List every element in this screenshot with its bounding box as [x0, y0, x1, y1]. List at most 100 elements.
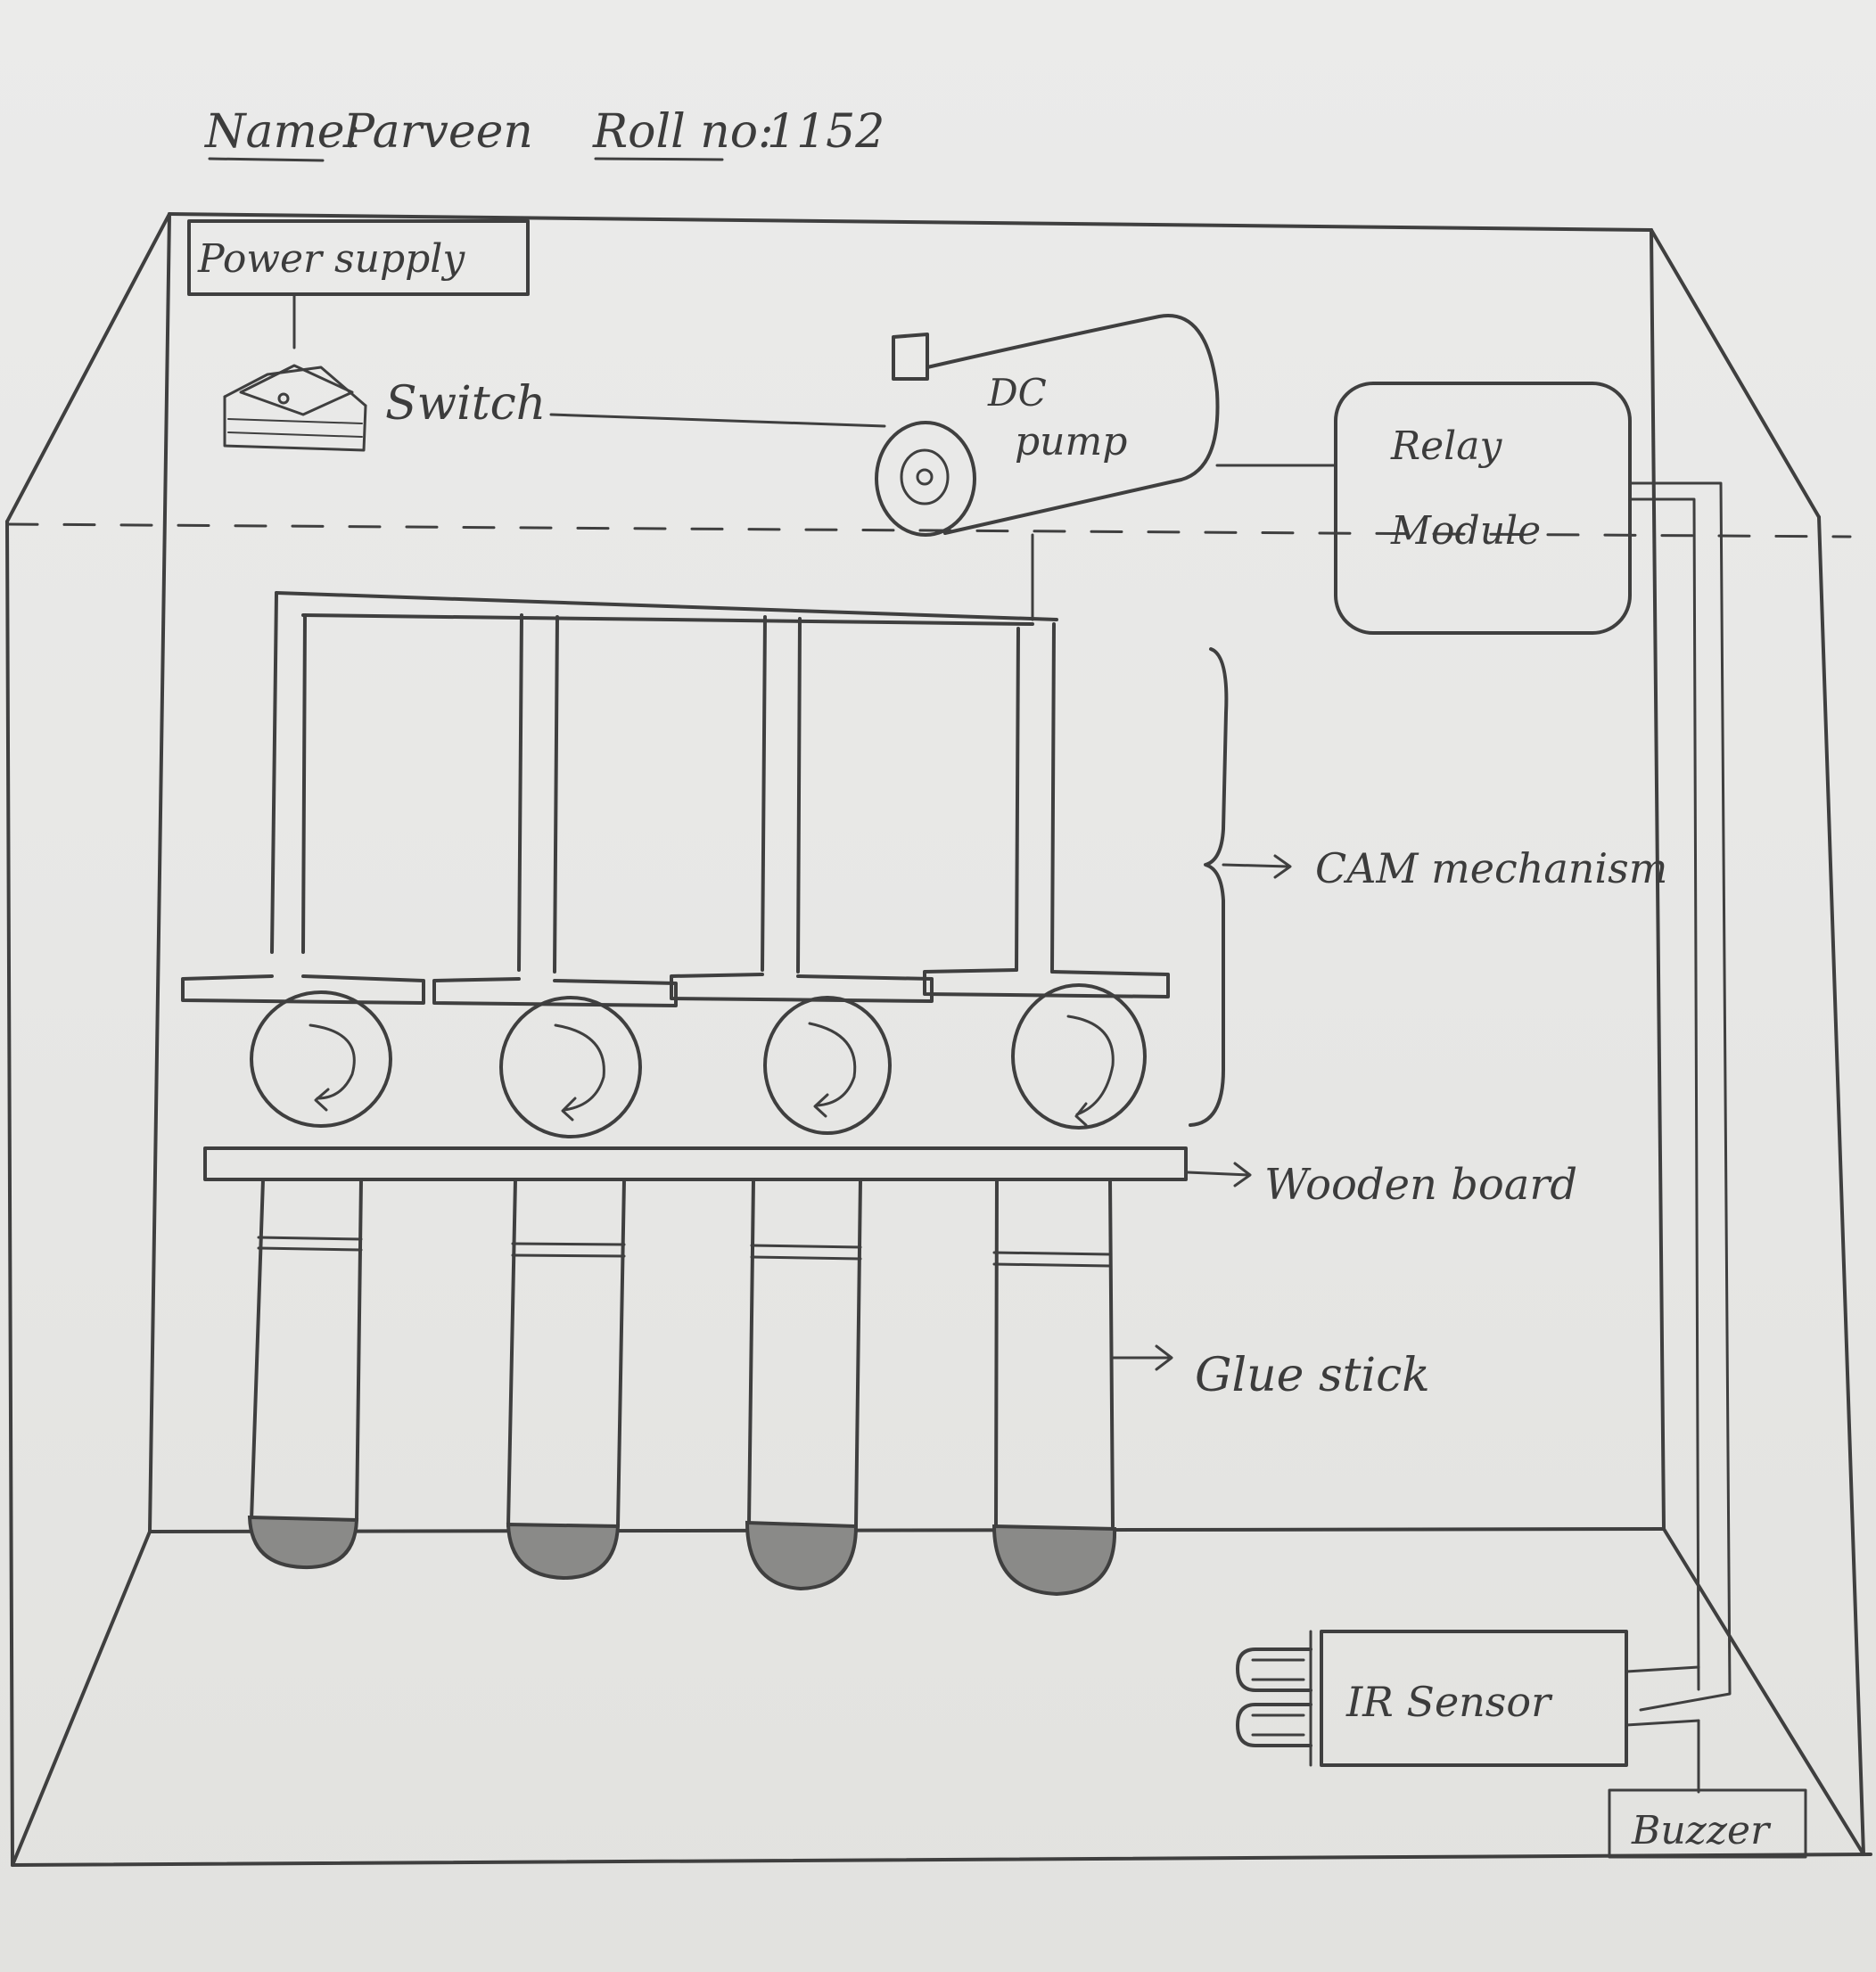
- relay-label-line2: Module: [1390, 508, 1541, 554]
- relay-box: [1334, 382, 1632, 635]
- rotation-arrow-icon: [808, 1022, 857, 1107]
- wooden-board: Wooden board: [203, 1146, 1577, 1210]
- cabinet-floor-line: [148, 1527, 1666, 1533]
- wooden-board-label: Wooden board: [1264, 1160, 1577, 1210]
- cabinet-top-edge: [168, 212, 1653, 232]
- switch-to-pump-wire: [549, 413, 886, 428]
- cabinet-top-right-diagonal: [1650, 228, 1821, 519]
- cam-wheel: [250, 990, 392, 1128]
- piston-plate: [923, 968, 1170, 998]
- piston-rod-2: [432, 613, 678, 1007]
- rotation-arrowhead-icon: [561, 1097, 577, 1122]
- cam-wheel: [763, 996, 892, 1135]
- piston-plate: [670, 973, 934, 1003]
- piston-rod: [1015, 622, 1056, 974]
- ir-sensor-board: [1320, 1630, 1628, 1767]
- power-supply: Power supply: [187, 219, 530, 349]
- glue-stick-cap-band: [511, 1242, 626, 1258]
- glue-stick-tip: [506, 1522, 621, 1581]
- relay-module: Relay Module: [1334, 382, 1732, 1712]
- piston-rod: [761, 615, 802, 974]
- dc-pump-label-line1: DC: [987, 371, 1047, 415]
- dc-pump: DC pump: [875, 314, 1337, 621]
- glue-stick-cap-band: [257, 1236, 363, 1252]
- cabinet-inner-left: [148, 212, 171, 1533]
- name-underline: [208, 157, 325, 162]
- roll-label: Roll no:: [592, 105, 774, 159]
- pump-end-cap: [875, 421, 976, 537]
- power-supply-box: [187, 219, 530, 296]
- manifold-bottom-pipe: [301, 613, 1034, 626]
- rotation-arrow-icon: [554, 1023, 605, 1112]
- piston-plate: [181, 974, 425, 1005]
- glue-sticks: Glue stick: [247, 1178, 1430, 1597]
- rotation-arrowhead-icon: [813, 1093, 829, 1118]
- piston-rod-1: [181, 591, 425, 1005]
- cam-mechanism-label: CAM mechanism: [1315, 844, 1667, 892]
- glue-stick-label: Glue stick: [1195, 1349, 1430, 1402]
- cabinet-top-left-diagonal: [5, 212, 171, 523]
- header: Name: Parveen Roll no: 1152: [203, 105, 885, 162]
- glue-stick-arrowhead-icon: [1155, 1344, 1173, 1371]
- relay-wire-inner: [1628, 497, 1700, 1691]
- cam-arrow-line: [1222, 863, 1290, 868]
- cabinet-outer-left: [5, 520, 14, 1867]
- power-supply-label: Power supply: [197, 236, 465, 282]
- cam-wheels: [250, 983, 1147, 1138]
- switch-dot-icon: [277, 392, 290, 405]
- wooden-board-arrow-line: [1186, 1171, 1250, 1177]
- rotation-arrow-icon: [1066, 1015, 1115, 1116]
- glue-stick-tip: [991, 1524, 1117, 1597]
- piston-rod-4: [923, 622, 1170, 998]
- roll-underline: [594, 157, 724, 161]
- cam-wheel-1: [250, 990, 392, 1128]
- cam-wheel-2: [499, 996, 642, 1138]
- cam-mechanism-callout: CAM mechanism: [1189, 647, 1667, 1127]
- ir-sensor-wire-2: [1625, 1719, 1700, 1727]
- cabinet-inner-right: [1650, 228, 1666, 1531]
- cam-wheel-4: [1011, 983, 1147, 1130]
- cam-manifold: [181, 591, 1170, 1007]
- cabinet-outline: [5, 212, 1872, 1867]
- cabinet-shelf-dashed-line: [5, 522, 1852, 538]
- glue-stick-1: [247, 1178, 363, 1570]
- glue-stick-4: [991, 1178, 1117, 1597]
- glue-stick-2: [506, 1178, 626, 1581]
- glue-stick-tip: [745, 1520, 859, 1591]
- pump-impeller-ring: [900, 448, 950, 505]
- switch-rocker: [239, 364, 354, 416]
- ir-emitter-led-detail: [1251, 1658, 1305, 1681]
- switch-top: [223, 366, 367, 407]
- pump-body: [926, 314, 1220, 535]
- switch-base: [223, 395, 367, 452]
- glue-stick-tube: [994, 1178, 1115, 1528]
- name-value: Parveen: [342, 105, 533, 159]
- ir-sensor-label: IR Sensor: [1345, 1678, 1553, 1726]
- dc-pump-label-line2: pump: [1015, 419, 1127, 464]
- piston-plate: [432, 977, 678, 1007]
- cam-wheel: [499, 996, 642, 1138]
- rotation-arrowhead-icon: [314, 1088, 330, 1112]
- cam-brace: [1189, 647, 1229, 1127]
- relay-label-line1: Relay: [1390, 423, 1502, 469]
- buzzer-box: [1608, 1788, 1807, 1859]
- cabinet-outer-right: [1817, 515, 1865, 1856]
- glue-stick-cap-band: [992, 1251, 1112, 1268]
- ir-receiver-led-icon: [1236, 1703, 1312, 1747]
- ir-sensor: IR Sensor: [1236, 1630, 1700, 1794]
- pump-outlet-nozzle: [892, 333, 929, 381]
- glue-stick-cap-band: [750, 1244, 862, 1261]
- rotation-arrowhead-icon: [1074, 1102, 1088, 1127]
- wooden-board-plank: [203, 1146, 1188, 1181]
- switch-layers: [227, 418, 363, 438]
- cabinet-bottom-left-diagonal: [11, 1530, 152, 1867]
- ir-sensor-wire-1: [1625, 1665, 1700, 1673]
- glue-stick-tube: [747, 1178, 862, 1528]
- glue-stick-3: [745, 1178, 862, 1591]
- cam-wheel: [1011, 983, 1147, 1130]
- relay-wire-outer: [1628, 481, 1732, 1712]
- name-label: Name:: [203, 105, 360, 159]
- ir-emitter-led-icon: [1236, 1647, 1312, 1692]
